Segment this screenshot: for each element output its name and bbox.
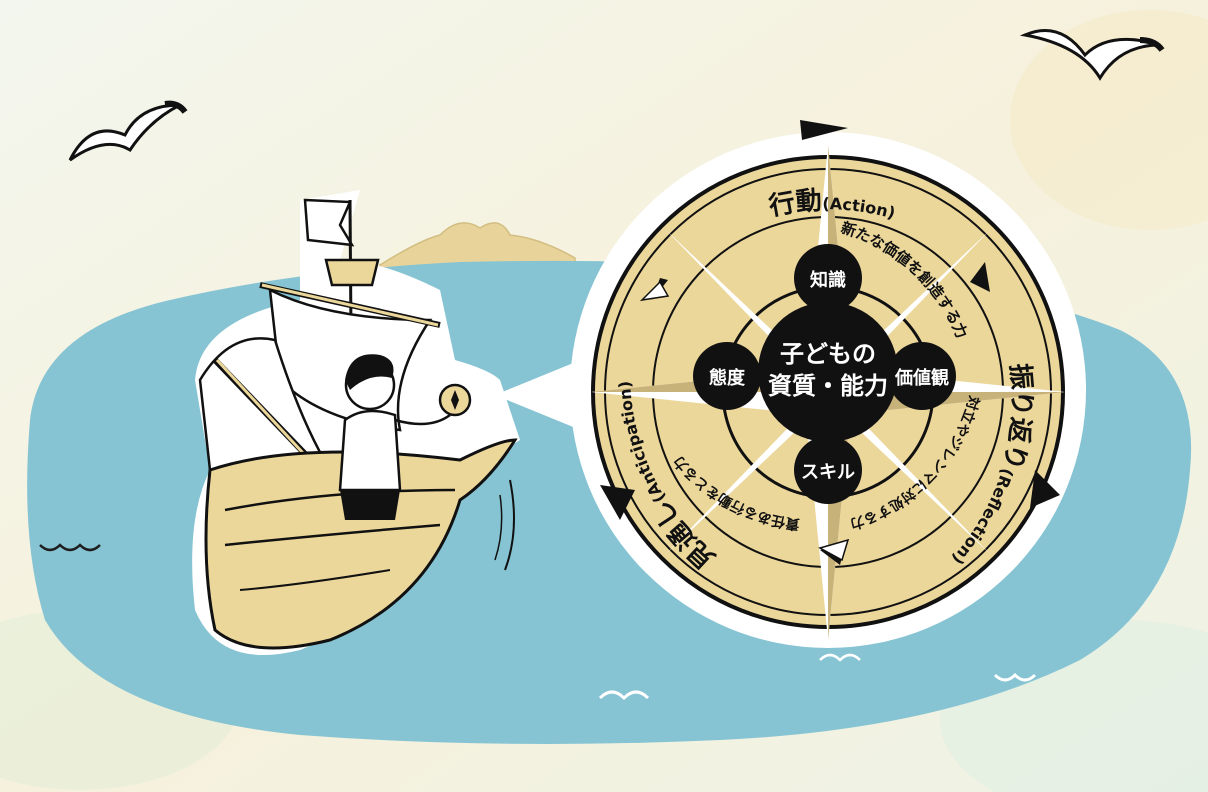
wave-mark [819, 653, 861, 662]
ship-illustration [192, 190, 520, 655]
cycle-arrow-icon [600, 120, 1060, 565]
center-title-line1: 子どもの [780, 340, 876, 368]
seagull-icon [68, 100, 188, 162]
seagull-icon [1019, 29, 1165, 81]
center-title-line2: 資質・能力 [768, 372, 888, 400]
node-skills: スキル [801, 462, 855, 483]
compass-diagram: 行動(Action) 振り返り(Reflection) 見通し(Anticipa… [591, 120, 1065, 640]
node-values: 価値観 [894, 367, 949, 389]
wave-mark [39, 543, 101, 552]
wave-mark [598, 690, 650, 701]
node-attitude: 態度 [709, 367, 746, 389]
center-circle [758, 302, 898, 442]
wave-mark [993, 672, 1037, 682]
node-knowledge: 知識 [810, 269, 846, 291]
